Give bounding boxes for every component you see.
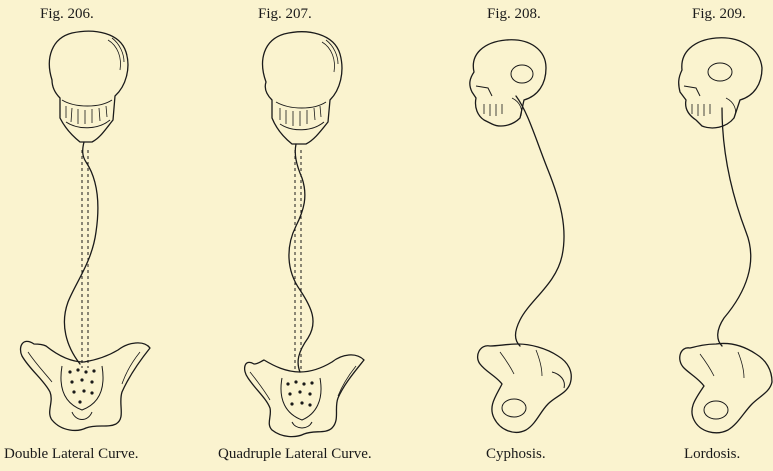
fig-208-spine-curve — [516, 96, 565, 346]
fig-207-skull — [263, 32, 342, 144]
fig-207-drawing — [245, 32, 364, 437]
fig-209-spine-curve — [718, 108, 751, 346]
fig-208-skull — [470, 40, 546, 126]
fig-208-drawing — [470, 40, 571, 433]
fig-207-pelvis — [245, 355, 364, 437]
fig-206-skull — [49, 31, 128, 142]
fig-207-plumb-line — [295, 150, 301, 372]
fig-206-plumb-line — [82, 150, 88, 368]
fig-207-caption: Quadruple Lateral Curve. — [218, 446, 372, 463]
fig-206-spine-curve — [64, 142, 97, 364]
fig-206-caption: Double Lateral Curve. — [4, 446, 139, 463]
fig-209-skull — [679, 38, 762, 128]
fig-206-pelvis — [21, 341, 151, 430]
fig-209-drawing — [679, 38, 772, 433]
fig-209-pelvis — [680, 343, 772, 432]
fig-208-caption: Cyphosis. — [486, 446, 546, 463]
fig-209-caption: Lordosis. — [684, 446, 740, 463]
fig-208-pelvis — [478, 344, 572, 432]
fig-206-drawing — [21, 31, 151, 430]
